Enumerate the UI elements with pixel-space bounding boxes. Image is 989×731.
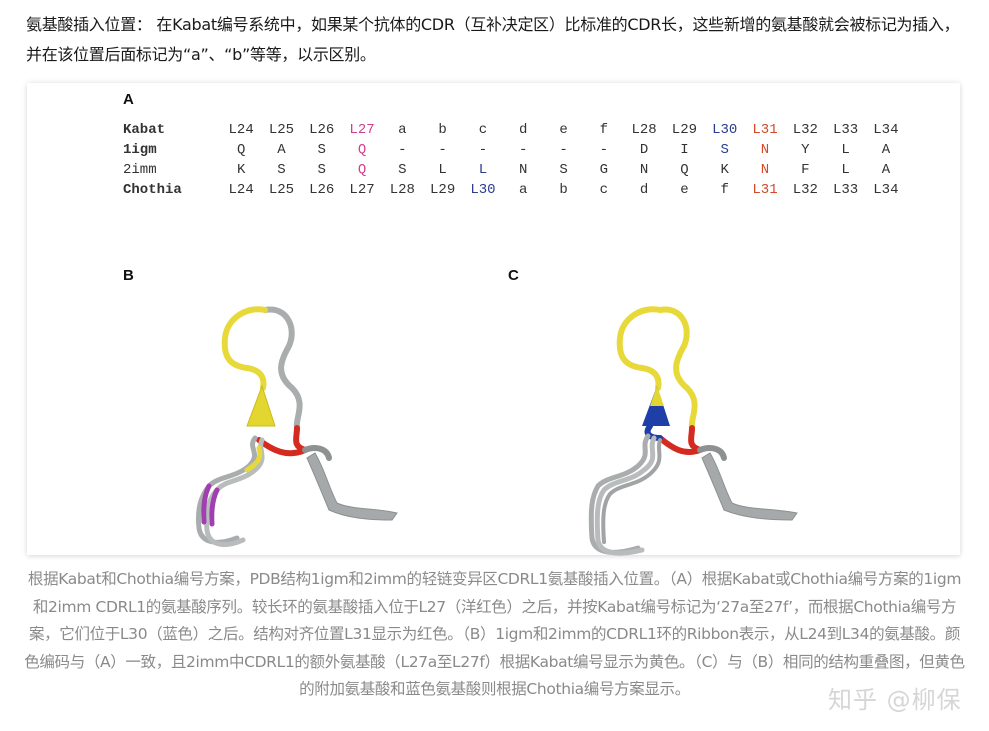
sequence-cell: D [639, 142, 649, 158]
sequence-cell: L32 [792, 182, 818, 198]
sequence-cell: a [398, 122, 407, 138]
sequence-cell: c [478, 122, 488, 138]
sequence-cell: L29 [430, 182, 456, 198]
sequence-cell: L25 [268, 182, 295, 198]
figure-caption: 根据Kabat和Chothia编号方案，PDB结构1igm和2imm的轻链变异区… [24, 570, 965, 699]
sequence-cell: L27 [349, 122, 375, 138]
panel-b-label: B [123, 267, 134, 284]
sequence-cell: L33 [832, 122, 859, 138]
sequence-cell: - [478, 142, 488, 158]
sequence-cell: b [438, 122, 447, 138]
sequence-cell: L30 [470, 182, 496, 198]
sequence-cell: K [720, 162, 729, 178]
sequence-cell: Q [357, 162, 367, 178]
sequence-cell: L26 [309, 122, 335, 138]
sequence-cell: G [599, 162, 609, 178]
sequence-cell: L33 [832, 182, 859, 198]
sequence-cell: L29 [671, 122, 698, 138]
sequence-cell: L24 [228, 182, 254, 198]
sequence-cell: c [599, 182, 609, 198]
sequence-cell: f [599, 122, 609, 138]
sequence-cell: L31 [752, 122, 778, 138]
sequence-cell: S [277, 162, 286, 178]
sequence-cell: - [599, 142, 609, 158]
sequence-cell: e [680, 182, 689, 198]
sequence-cell: L34 [873, 122, 899, 138]
ribbon-structure-1igm-2imm-chothia [588, 306, 798, 556]
sequence-cell: d [639, 182, 649, 198]
sequence-cell: N [519, 162, 528, 178]
sequence-cell: L25 [268, 122, 295, 138]
sequence-cell: F [801, 162, 810, 178]
sequence-cell: S [559, 162, 568, 178]
sequence-cell: - [438, 142, 447, 158]
sequence-row-kabat: Kabat L24 L25 L26 L27 a b c d e f L28 L29 L30 L31 L32 L3… [123, 120, 906, 140]
sequence-cell: L30 [712, 122, 738, 138]
sequence-cell: I [680, 142, 689, 158]
sequence-cell: A [881, 162, 891, 178]
row-header: Chothia [123, 182, 182, 198]
sequence-cell: L28 [631, 122, 657, 138]
sequence-cell: L26 [309, 182, 335, 198]
sequence-cell: Y [801, 142, 810, 158]
sequence-cell: L34 [873, 182, 899, 198]
sequence-cell: A [277, 142, 286, 158]
sequence-cell: Q [357, 142, 367, 158]
sequence-cell: N [639, 162, 649, 178]
sequence-cell: f [720, 182, 729, 198]
sequence-cell: L32 [792, 122, 818, 138]
sequence-cell: S [317, 162, 326, 178]
row-header: Kabat [123, 122, 166, 138]
sequence-cell: - [559, 142, 568, 158]
sequence-cell: L [478, 162, 488, 178]
sequence-cell: b [559, 182, 568, 198]
intro-paragraph: 氨基酸插入位置： 在Kabat编号系统中，如果某个抗体的CDR（互补决定区）比标… [26, 15, 960, 64]
sequence-cell: S [720, 142, 729, 158]
sequence-cell: Q [236, 142, 246, 158]
ribbon-structure-1igm-2imm-kabat [196, 306, 398, 548]
panel-a-label: A [123, 91, 134, 108]
sequence-cell: - [398, 142, 407, 158]
row-header: 2imm [123, 162, 157, 178]
sequence-cell: Q [680, 162, 689, 178]
sequence-cell: N [760, 142, 770, 158]
sequence-cell: a [519, 182, 528, 198]
sequence-cell: S [398, 162, 407, 178]
panel-c-label: C [508, 267, 519, 284]
sequence-cell: L31 [752, 182, 778, 198]
sequence-cell: d [519, 122, 528, 138]
sequence-cell: L27 [349, 182, 375, 198]
sequence-cell: A [881, 142, 891, 158]
sequence-cell: N [760, 162, 770, 178]
sequence-cell: L [841, 162, 850, 178]
sequence-row-chothia: Chothia L24 L25 L26 L27 L28 L29 L30 a b c d e f L31 L32… [123, 180, 906, 200]
sequence-cell: L24 [228, 122, 254, 138]
sequence-cell: K [236, 162, 246, 178]
sequence-row-1igm: 1igm Q A S Q - - - - - - D I S N Y L A [123, 140, 906, 160]
row-header: 1igm [123, 142, 157, 158]
sequence-cell: L [841, 142, 850, 158]
sequence-cell: - [519, 142, 528, 158]
sequence-cell: S [317, 142, 326, 158]
sequence-cell: L [438, 162, 447, 178]
sequence-cell: e [559, 122, 568, 138]
sequence-cell: L28 [389, 182, 415, 198]
sequence-row-2imm: 2imm K S S Q S L L N S G N Q K N F L A [123, 160, 906, 180]
